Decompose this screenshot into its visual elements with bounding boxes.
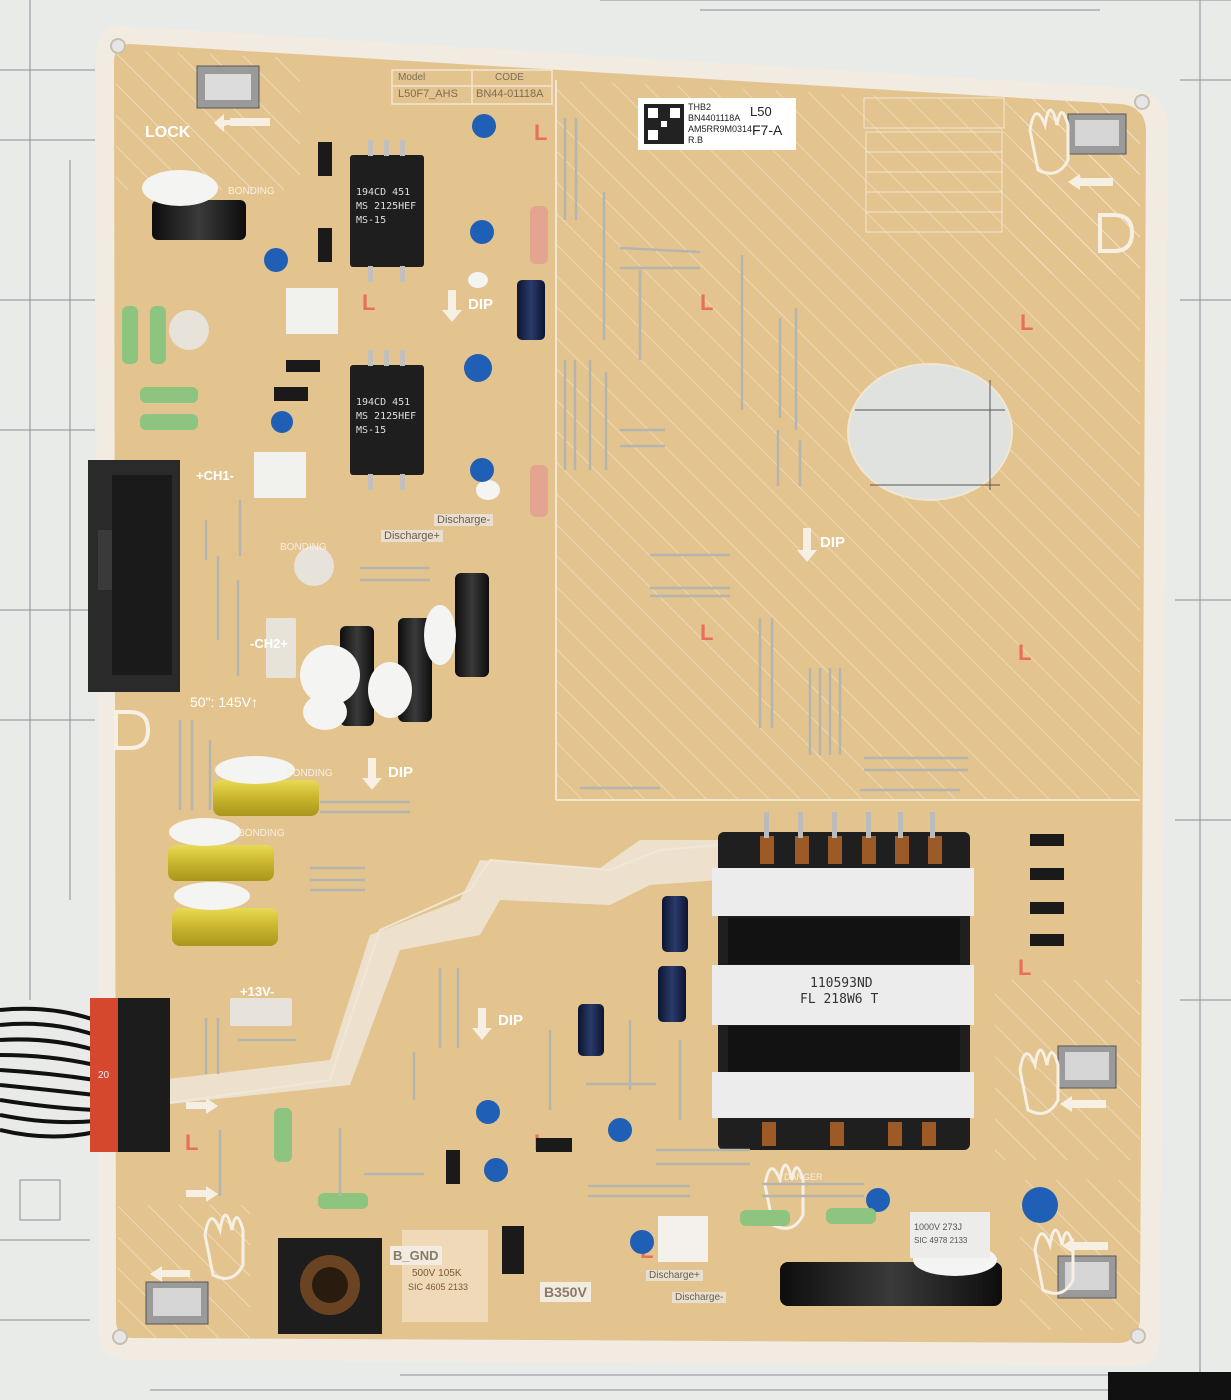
ic2-line1: 194CD 451: [356, 397, 411, 408]
dip-label-2: DIP: [820, 534, 846, 551]
film-cap-large-line1: 500V 105K: [412, 1268, 462, 1279]
d-logo-icons: [114, 213, 1135, 750]
cn802-connector: [88, 460, 180, 692]
ic2-line2: MS 2125HEF: [356, 411, 417, 422]
ch1-label: +CH1-: [196, 468, 234, 483]
transformer-line2: FL 218W6 T: [800, 992, 879, 1007]
diodes: [274, 142, 1064, 1274]
film-caps: [254, 288, 990, 1322]
mounting-holes: [110, 38, 1150, 1345]
model-label: Model: [398, 72, 426, 83]
sticker-right1: L50: [750, 104, 772, 119]
svg-text:L: L: [700, 620, 713, 645]
cutout-schematic: [855, 380, 1005, 490]
sticker-line1: THB2: [688, 102, 712, 112]
discharge-minus-tag-1: Discharge-: [434, 514, 494, 526]
svg-text:L: L: [700, 290, 713, 315]
sticker-line2: BN4401118A: [688, 113, 741, 123]
film-cap-right-line2: SIC 4978 2133: [914, 1236, 968, 1245]
svg-text:L: L: [534, 120, 547, 145]
ic1-line1: 194CD 451: [356, 187, 411, 198]
isolation-band: [160, 840, 720, 1105]
svg-text:L: L: [1018, 955, 1031, 980]
bonding-label-2: BONDING: [228, 186, 275, 197]
screw-terminals: [169, 310, 334, 1026]
discharge-plus-tag-2: Discharge+: [646, 1270, 703, 1281]
discharge-plus-tag-1: Discharge+: [381, 530, 443, 542]
film-cap-large-line2: SIC 4605 2133: [408, 1282, 469, 1292]
svg-text:L: L: [185, 1130, 198, 1155]
b350v-label: B350V: [540, 1282, 591, 1302]
board-cutout: [847, 363, 1013, 501]
schematic-ic-box: [1108, 1372, 1231, 1400]
wire-harness: [0, 998, 170, 1152]
connector-pin-label: 20: [98, 1070, 110, 1081]
code-value: BN44-01118A: [476, 88, 544, 100]
bonding-label-3: BONDING: [286, 768, 333, 779]
dip-label-3: DIP: [388, 764, 414, 781]
model-value: L50F7_AHS: [398, 88, 458, 100]
sticker-line3: AM5RR9M0314: [688, 124, 753, 134]
b-gnd-label: B_GND: [390, 1246, 442, 1265]
dip-label-1: DIP: [468, 296, 494, 313]
qr-sticker: [638, 98, 796, 150]
lock-label: LOCK: [145, 124, 191, 141]
ic1-line3: MS-15: [356, 215, 387, 226]
model-table: [391, 69, 553, 105]
blue-caps: [264, 114, 1058, 1254]
info-table: [863, 97, 1005, 233]
sticker-right2: F7-A: [752, 122, 783, 138]
discharge-minus-tag-2: Discharge-: [672, 1292, 727, 1303]
bonding-label-4: BONDING: [238, 828, 285, 839]
glue-blobs: [142, 170, 997, 1276]
voltage-50-label: 50": 145V↑: [190, 694, 259, 710]
jumper-wires: [178, 118, 968, 1198]
resistors: [122, 206, 876, 1226]
yellow-caps: [168, 780, 319, 946]
svg-text:L: L: [362, 290, 375, 315]
ch2-label: -CH2+: [250, 636, 288, 651]
danger-label: DANGER: [784, 1172, 823, 1182]
transformer-line1: 110593ND: [810, 976, 873, 991]
ic-chips: [350, 140, 424, 490]
line-filter-choke: [278, 1238, 382, 1334]
ic1-line2: MS 2125HEF: [356, 201, 417, 212]
bonding-label-1: BONDING: [280, 542, 327, 553]
hand-icons: [203, 108, 1075, 1295]
v13-label: +13V-: [240, 984, 275, 999]
arrows: [150, 114, 1113, 1282]
svg-text:L: L: [1020, 310, 1033, 335]
main-transformer: [712, 812, 974, 1150]
dip-label-4: DIP: [498, 1012, 524, 1029]
code-label: CODE: [495, 72, 524, 83]
svg-text:L: L: [1018, 640, 1031, 665]
ic2-line3: MS-15: [356, 425, 387, 436]
metal-clips: [145, 65, 1127, 1325]
sticker-line4: R.B: [688, 135, 704, 145]
film-cap-right-line1: 1000V 273J: [914, 1222, 963, 1232]
